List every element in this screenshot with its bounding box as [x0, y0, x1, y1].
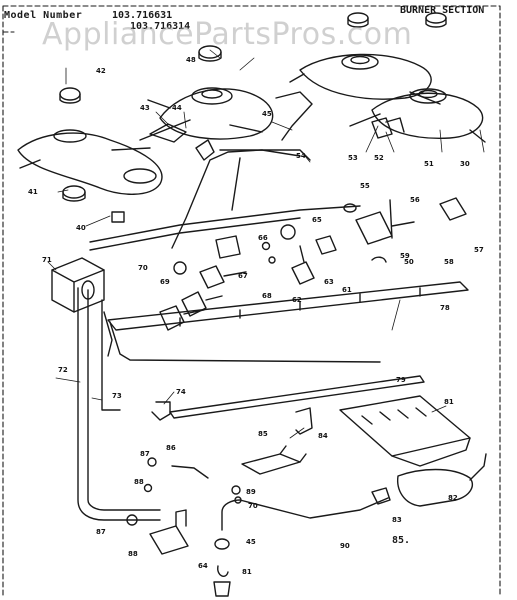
burner-front-left [17, 129, 163, 195]
callout-56: 56 [410, 196, 420, 204]
callout-72: 72 [58, 366, 68, 374]
callout-65: 65 [312, 216, 322, 224]
callout-labels: 42 48 43 44 45 54 53 52 51 30 41 40 55 5… [28, 56, 484, 576]
tube-nut [371, 487, 391, 505]
small-block [111, 211, 125, 223]
support-rod [109, 321, 425, 419]
callout-59: 59 [400, 252, 410, 260]
burner-rear-left [139, 87, 274, 141]
callout-79: 83 [392, 516, 402, 524]
gas-tube-main [89, 149, 361, 251]
callout-54: 54 [296, 152, 306, 160]
callout-71: 71 [42, 256, 52, 264]
callout-62: 62 [292, 296, 302, 304]
callout-40: 40 [76, 224, 86, 232]
callout-58: 58 [444, 258, 454, 266]
callout-51: 51 [424, 160, 434, 168]
callout-85: 87 [140, 450, 150, 458]
broiler-burner [339, 395, 471, 467]
electrode-pair [371, 117, 405, 139]
burner-front-right [349, 88, 486, 143]
pressure-regulator [51, 257, 105, 313]
callout-78: 82 [448, 494, 458, 502]
small-parts [143, 457, 242, 597]
callout-55: 55 [360, 182, 370, 190]
fittings [173, 199, 393, 275]
callout-45b: 45 [246, 538, 256, 546]
callout-69: 69 [160, 278, 170, 286]
burner-rear-right [289, 53, 441, 105]
callout-66: 66 [258, 234, 268, 242]
callout-44: 44 [172, 104, 182, 112]
bracket-78 [397, 453, 487, 507]
callout-64: 64 [198, 562, 208, 570]
footer-code: 85. [392, 535, 411, 546]
callout-83: 85 [258, 430, 268, 438]
callout-43: 43 [140, 104, 150, 112]
callout-63: 63 [324, 278, 334, 286]
callout-84: 86 [166, 444, 176, 452]
model-number-label: Model Number [4, 10, 83, 21]
leader-lines [47, 49, 485, 439]
callout-75: 78 [440, 304, 450, 312]
callout-48: 48 [186, 56, 196, 64]
model-number-secondary: 103.716314 [130, 21, 191, 32]
gas-tube-upper [171, 149, 301, 249]
callout-89: 89 [246, 488, 256, 496]
frame-border [2, 5, 501, 596]
callout-87: 87 [96, 528, 106, 536]
callout-74: 74 [176, 388, 186, 396]
pipe-vertical-left [77, 287, 161, 521]
callout-50: 50 [404, 258, 414, 266]
callout-77: 81 [444, 398, 454, 406]
callout-45: 45 [262, 110, 272, 118]
callout-88: 88 [128, 550, 138, 558]
callout-57: 57 [474, 246, 484, 254]
callout-52: 52 [374, 154, 384, 162]
callout-61: 61 [342, 286, 352, 294]
broiler-tube [221, 497, 389, 531]
callout-81: 81 [242, 568, 252, 576]
callout-67: 67 [238, 272, 248, 280]
model-number-primary: 103.716631 [112, 10, 173, 21]
watermark-text: AppliancePartsPros.com [42, 17, 413, 52]
callout-68: 68 [262, 292, 272, 300]
igniter-clip [149, 123, 215, 161]
thermostat-assembly [126, 509, 189, 555]
bracket-74 [151, 401, 171, 421]
callout-70b: 70 [248, 502, 258, 510]
manifold-pipe [103, 281, 469, 357]
spark-bracket [275, 91, 313, 141]
callout-86: 88 [134, 478, 144, 486]
callout-70: 70 [138, 264, 148, 272]
callout-53: 53 [348, 154, 358, 162]
callout-82: 84 [318, 432, 328, 440]
pipe-vertical-right [101, 299, 121, 411]
callout-90: 90 [340, 542, 350, 550]
callout-76: 79 [396, 376, 406, 384]
bracket-82 [295, 407, 313, 435]
callout-41: 41 [28, 188, 38, 196]
burner-caps [59, 12, 447, 202]
callout-73: 73 [112, 392, 122, 400]
callout-42: 42 [96, 67, 106, 75]
callout-30: 30 [460, 160, 470, 168]
section-title: BURNER SECTION [398, 5, 487, 16]
broiler-valve [241, 445, 307, 475]
